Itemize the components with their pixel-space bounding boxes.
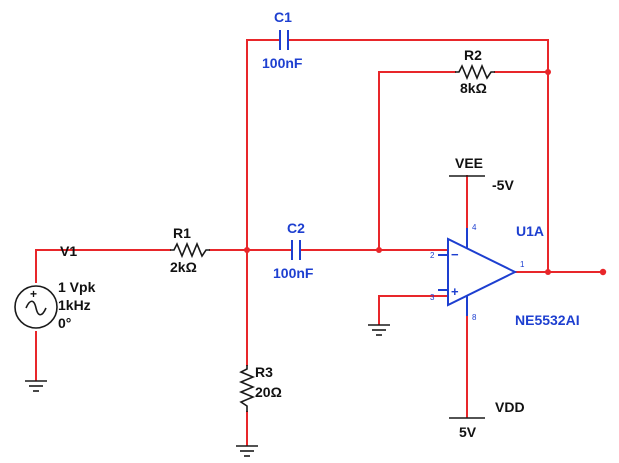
vee-value: -5V	[492, 177, 514, 193]
resistor-r2[interactable]: R2 8kΩ	[455, 47, 495, 96]
ac-source-v1[interactable]: + V1 1 Vpk 1kHz 0°	[14, 243, 96, 331]
resistor-r1[interactable]: R1 2kΩ	[170, 225, 210, 275]
c1-value: 100nF	[262, 55, 303, 71]
v1-ref: V1	[60, 243, 77, 259]
opamp-ref: U1A	[516, 223, 544, 239]
v1-frequency: 1kHz	[58, 297, 91, 313]
v1-polarity: +	[30, 287, 37, 301]
vee-supply[interactable]: VEE -5V	[449, 155, 514, 193]
junction-dot	[376, 247, 382, 253]
r1-value: 2kΩ	[170, 259, 197, 275]
r1-ref: R1	[173, 225, 191, 241]
wires	[35, 39, 604, 446]
c2-ref: C2	[287, 220, 305, 236]
r2-value: 8kΩ	[460, 80, 487, 96]
vdd-value: 5V	[459, 424, 477, 440]
ground-symbol	[236, 445, 258, 457]
r3-value: 20Ω	[255, 384, 282, 400]
inverting-input-sign: −	[451, 247, 459, 262]
ground-symbol	[368, 324, 390, 336]
pin-8-label: 8	[472, 313, 477, 322]
v1-phase: 0°	[58, 315, 71, 331]
pin-3-label: 3	[430, 293, 435, 302]
v1-amplitude: 1 Vpk	[58, 279, 96, 295]
capacitor-c2[interactable]: C2 100nF	[273, 220, 314, 281]
junction-dot	[545, 69, 551, 75]
vdd-name: VDD	[495, 399, 525, 415]
junction-dot	[244, 247, 250, 253]
pin-1-label: 1	[520, 260, 525, 269]
ground-symbol	[25, 380, 47, 392]
opamp-u1a[interactable]: − + 2 3 4 8 1 U1A NE5532AI	[430, 223, 580, 328]
r2-ref: R2	[464, 47, 482, 63]
resistor-r3[interactable]: R3 20Ω	[238, 364, 282, 412]
pin-2-label: 2	[430, 251, 435, 260]
c2-value: 100nF	[273, 265, 314, 281]
r3-ref: R3	[255, 364, 273, 380]
noninverting-input-sign: +	[451, 284, 459, 299]
output-terminal	[599, 268, 607, 276]
junction-dot	[545, 269, 551, 275]
pin-4-label: 4	[472, 223, 477, 232]
capacitor-c1[interactable]: C1 100nF	[262, 9, 303, 71]
vdd-supply[interactable]: VDD 5V	[449, 399, 525, 440]
c1-ref: C1	[274, 9, 292, 25]
vee-name: VEE	[455, 155, 483, 171]
opamp-part: NE5532AI	[515, 312, 580, 328]
